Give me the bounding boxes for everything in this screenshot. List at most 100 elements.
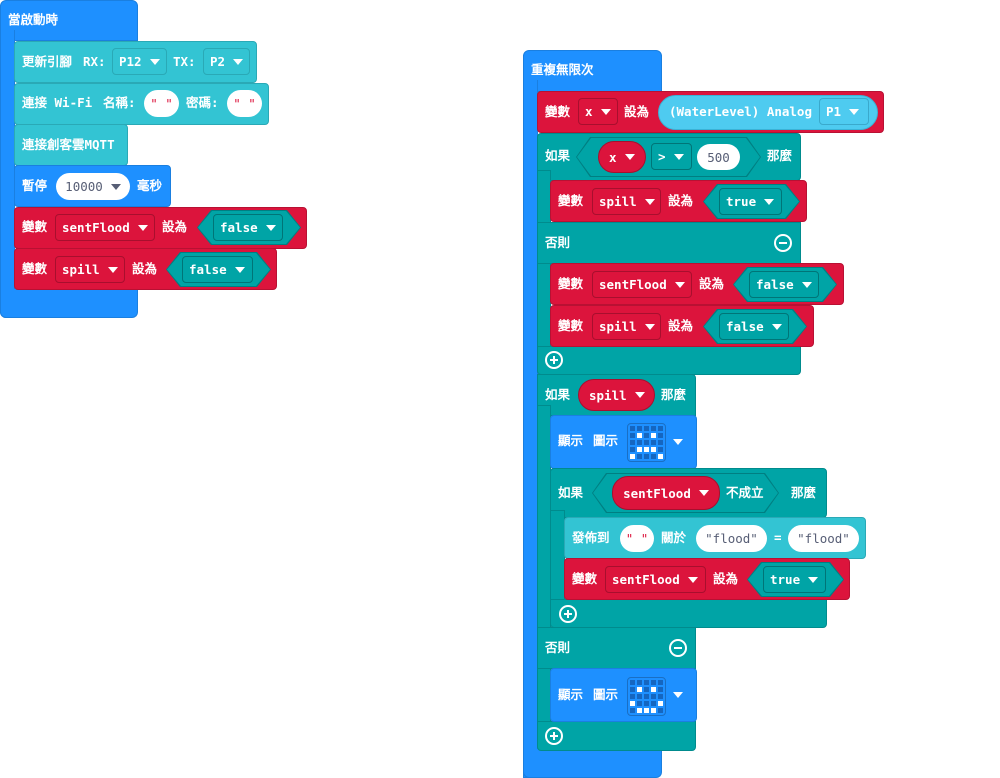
- chevron-down-icon: [110, 183, 121, 190]
- led-pixel: [644, 701, 649, 706]
- not-block[interactable]: sentFlood 不成立: [592, 473, 779, 513]
- connect-mqtt-block[interactable]: [14, 124, 128, 166]
- sentflood-variable-reporter[interactable]: sentFlood: [612, 476, 720, 510]
- boolean-block[interactable]: true: [703, 184, 800, 219]
- boolean-dropdown[interactable]: false: [182, 256, 253, 283]
- variable-dropdown[interactable]: spill: [592, 188, 661, 215]
- on-start-header[interactable]: [0, 0, 138, 41]
- chevron-down-icon: [764, 199, 774, 205]
- icon-label: 圖示: [593, 687, 619, 702]
- if-footer: [537, 346, 801, 375]
- ssid-input[interactable]: " ": [144, 90, 179, 117]
- water-level-label: (WaterLevel) Analog: [669, 104, 812, 119]
- rx-pin-value: P12: [119, 54, 142, 69]
- else-label: 否則: [545, 640, 571, 655]
- led-pixel: [630, 680, 635, 685]
- variable-dropdown[interactable]: sentFlood: [605, 566, 706, 593]
- led-pixel: [630, 454, 635, 459]
- variable-label: 變數: [572, 571, 598, 586]
- value-input[interactable]: "flood": [788, 525, 859, 552]
- boolean-dropdown[interactable]: false: [749, 271, 819, 298]
- led-pixel: [644, 433, 649, 438]
- variable-dropdown[interactable]: x: [578, 98, 618, 125]
- boolean-block[interactable]: false: [733, 267, 837, 302]
- chevron-down-icon: [149, 58, 160, 65]
- show-label: 顯示: [558, 687, 584, 702]
- boolean-block[interactable]: false: [703, 309, 807, 344]
- password-input[interactable]: " ": [227, 90, 262, 117]
- variable-dropdown[interactable]: sentFlood: [592, 271, 692, 298]
- led-pixel: [644, 680, 649, 685]
- led-pixel: [644, 426, 649, 431]
- boolean-block[interactable]: true: [747, 562, 844, 597]
- led-pixel: [658, 701, 663, 706]
- chevron-down-icon: [233, 58, 244, 65]
- chevron-down-icon[interactable]: [673, 439, 683, 445]
- chevron-down-icon: [687, 576, 698, 583]
- threshold-input[interactable]: 500: [697, 144, 740, 170]
- set-to-label: 設為: [162, 219, 188, 234]
- chevron-down-icon[interactable]: [673, 692, 683, 698]
- pause-duration-dropdown[interactable]: 10000: [56, 173, 130, 200]
- led-pixel: [630, 433, 635, 438]
- boolean-block[interactable]: false: [166, 252, 271, 287]
- set-to-label: 設為: [624, 104, 650, 119]
- then-label: 那麼: [661, 387, 687, 402]
- set-to-label: 設為: [668, 193, 694, 208]
- forever-spine: [523, 80, 538, 778]
- show-label: 顯示: [558, 433, 584, 448]
- variable-dropdown[interactable]: sentFlood: [55, 214, 155, 241]
- analog-pin-value: P1: [826, 104, 842, 119]
- connect-wifi-label: 連接 Wi-Fi: [22, 95, 93, 110]
- variable-dropdown[interactable]: spill: [55, 256, 125, 283]
- if-label: 如果: [545, 387, 571, 402]
- set-pins-label: 更新引腳: [22, 54, 73, 69]
- boolean-value: false: [756, 277, 794, 292]
- led-pixel: [637, 433, 642, 438]
- forever-title: 重複無限次: [531, 62, 594, 77]
- analog-pin-dropdown[interactable]: P1: [819, 98, 869, 125]
- tx-pin-dropdown[interactable]: P2: [203, 48, 250, 75]
- chevron-down-icon: [644, 323, 655, 330]
- add-else-if-plus-icon[interactable]: [545, 351, 563, 369]
- led-pixel: [630, 694, 635, 699]
- led-pixel: [651, 701, 656, 706]
- variable-name: sentFlood: [62, 220, 130, 235]
- boolean-dropdown[interactable]: true: [763, 566, 826, 593]
- x-variable-reporter[interactable]: x: [598, 141, 646, 173]
- sad-face-icon[interactable]: [627, 423, 666, 462]
- led-pixel: [644, 708, 649, 713]
- boolean-block[interactable]: false: [197, 210, 301, 245]
- remove-else-minus-icon[interactable]: [669, 639, 687, 657]
- boolean-dropdown[interactable]: false: [719, 313, 789, 340]
- happy-face-icon[interactable]: [627, 677, 666, 716]
- connect-wifi-block[interactable]: [14, 83, 269, 125]
- key-input[interactable]: "flood": [696, 525, 767, 552]
- rx-pin-dropdown[interactable]: P12: [112, 48, 167, 75]
- icon-label: 圖示: [593, 433, 619, 448]
- password-label: 密碼:: [186, 95, 219, 110]
- boolean-dropdown[interactable]: false: [213, 214, 283, 241]
- if-label: 如果: [558, 485, 584, 500]
- variable-name: spill: [599, 194, 637, 209]
- chevron-down-icon: [808, 577, 818, 583]
- led-pixel: [630, 687, 635, 692]
- topic-input[interactable]: " ": [620, 525, 654, 552]
- rx-label: RX:: [83, 54, 106, 69]
- operator-dropdown[interactable]: >: [651, 143, 692, 170]
- spill-variable-reporter[interactable]: spill: [578, 379, 655, 411]
- led-pixel: [651, 454, 656, 459]
- remove-else-minus-icon[interactable]: [774, 234, 792, 252]
- led-pixel: [637, 440, 642, 445]
- show-icon-sad-block[interactable]: [550, 415, 697, 469]
- pause-duration-value: 10000: [65, 179, 103, 194]
- chevron-down-icon: [699, 490, 709, 496]
- chevron-down-icon: [137, 224, 148, 231]
- variable-dropdown[interactable]: spill: [592, 313, 661, 340]
- add-else-if-plus-icon[interactable]: [545, 727, 563, 745]
- add-else-plus-icon[interactable]: [559, 605, 577, 623]
- show-icon-happy-block[interactable]: [550, 668, 697, 722]
- boolean-dropdown[interactable]: true: [719, 188, 782, 215]
- compare-block[interactable]: x > 500: [576, 137, 761, 177]
- led-pixel: [651, 447, 656, 452]
